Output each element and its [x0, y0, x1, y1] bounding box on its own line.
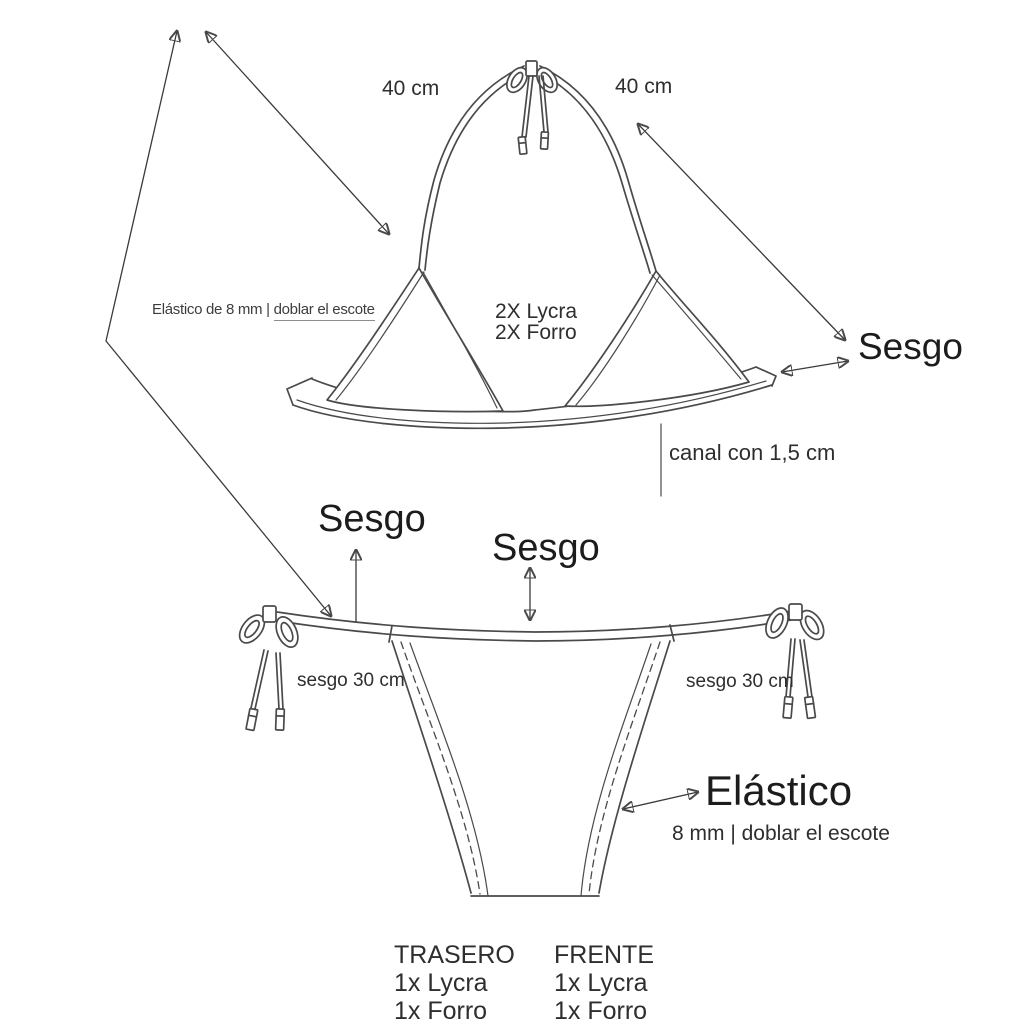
tie-right-cord-a [785, 638, 796, 698]
cut-list-back: TRASERO 1x Lycra 1x Forro [394, 941, 515, 1024]
leg-left-fold [400, 641, 481, 895]
fabric-qty-line1: 2X Lycra [495, 300, 578, 323]
tie-right-knot [788, 603, 803, 621]
bow-cord-left [521, 75, 534, 138]
cup-left [326, 267, 504, 413]
channel-label: canal con 1,5 cm [669, 440, 836, 465]
cut-list-front-title: FRENTE [554, 941, 654, 969]
tie-left-cord-a [250, 649, 269, 710]
side-tie-measure-right: sesgo 30 cm [686, 671, 794, 692]
band-channel-stitch [296, 380, 767, 424]
measure-40cm-left: 40 cm [382, 77, 440, 100]
cup-right [564, 270, 750, 408]
leg-right-stitch [580, 643, 652, 897]
halter-strap-left [418, 65, 529, 271]
bias-label-bottom-left: Sesgo [318, 498, 426, 540]
side-tie-bow-right [765, 603, 825, 720]
cut-list-front: FRENTE 1x Lycra 1x Forro [554, 941, 654, 1024]
tie-right-cord-a-aglet [782, 695, 794, 719]
elastic-note-text: Elástico de 8 mm | [152, 301, 274, 318]
arrow-strap-right-sesgo [638, 124, 845, 340]
tie-right-loop-a [765, 607, 789, 639]
fabric-qty-line2: 2X Forro [495, 321, 577, 344]
band-bottom-edge [292, 384, 773, 430]
waistband-seam-tick-right [669, 624, 675, 642]
tie-right-loop-b-inner [804, 615, 820, 635]
tie-left-cord-b-aglet [274, 708, 286, 731]
bow-cord-right-aglet [539, 131, 550, 150]
tie-left-loop-a-inner [244, 619, 260, 639]
cup-left-fold-line-b [422, 271, 498, 409]
tie-right-cord-b-aglet [803, 695, 817, 720]
measure-40cm-right: 40 cm [615, 75, 673, 98]
arrow-band-sesgo [782, 361, 848, 372]
side-tie-bow-left [238, 605, 299, 732]
bias-label-top-piece: Sesgo [858, 326, 963, 367]
side-tie-measure-left: sesgo 30 cm [297, 670, 405, 691]
elastic-spec: 8 mm | doblar el escote [672, 822, 890, 845]
cup-right-outline [564, 270, 750, 408]
tie-left-loop-b-inner [280, 621, 294, 643]
tie-left-cord-a-aglet [245, 707, 259, 732]
elastic-note-underlined-text: doblar el escote [273, 301, 375, 321]
arrow-strap-left-40cm [206, 32, 389, 234]
arrow-elastic-leg [623, 792, 698, 809]
cut-list-back-line1: 1x Lycra [394, 969, 488, 997]
tie-left-cord-b [275, 652, 284, 710]
cut-list-front-line1: 1x Lycra [554, 969, 648, 997]
elastic-title: Elástico [705, 767, 853, 814]
leg-left-stitch [409, 642, 489, 897]
band-right-cap [755, 366, 777, 387]
fabric-quantity-note: 2X Lycra 2X Forro [495, 301, 577, 343]
cut-list-back-line2: 1x Forro [394, 997, 488, 1024]
waistband [276, 610, 793, 643]
tie-right-cord-b [799, 639, 813, 698]
bikini-top-drawing [286, 60, 777, 497]
annotation-arrows [105, 31, 848, 809]
arrow-bias-length [105, 31, 331, 616]
bow-cord-left-aglet [517, 135, 528, 156]
cup-left-fold-line-a [335, 271, 425, 401]
cut-list-front-line2: 1x Forro [554, 997, 648, 1024]
leg-right-edge [598, 640, 671, 894]
cup-left-outline [326, 267, 504, 413]
waistband-bottom-edge [277, 619, 792, 642]
tie-right-loop-a-inner [770, 612, 784, 634]
leg-left-edge [391, 640, 472, 894]
bias-label-bottom-center: Sesgo [492, 527, 600, 569]
waistband-top-edge [276, 610, 793, 633]
elastic-note-top: Elástico de 8 mm | doblar el escote [152, 301, 375, 321]
front-panel-legs [391, 640, 671, 897]
neck-bow [505, 60, 559, 156]
tie-left-knot [262, 605, 277, 623]
leg-right-fold [588, 641, 661, 895]
bow-knot [525, 60, 538, 77]
bikini-bottom-drawing [238, 603, 825, 897]
waistband-seam-tick-left [388, 625, 393, 643]
bow-cord-right [538, 75, 549, 133]
bow-loop-left-inner [510, 71, 524, 89]
cut-list-back-title: TRASERO [394, 941, 515, 969]
